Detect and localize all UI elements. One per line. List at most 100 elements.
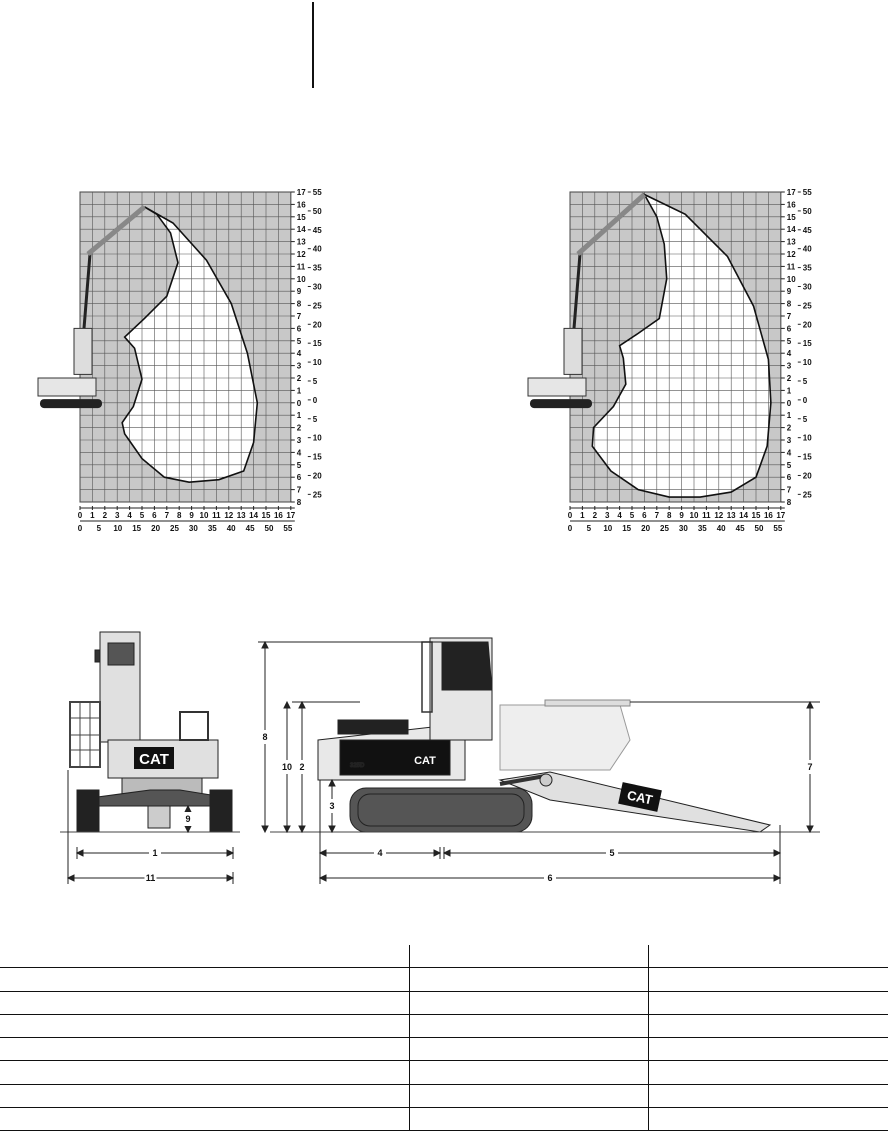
right-x-tick-ft: 50 (755, 524, 764, 533)
right-y-tick-ft: 15 (803, 339, 812, 348)
left-x-tick-m: 7 (165, 511, 170, 520)
right-x-tick-m: 3 (605, 511, 610, 520)
right-y-tick-m: 17 (787, 188, 796, 197)
right-y-tick-m: 8 (787, 498, 792, 507)
left-y-tick-m: 15 (297, 213, 306, 222)
table-row (0, 967, 888, 992)
left-y-tick-m: 8 (297, 300, 302, 309)
left-x-tick-ft: 15 (132, 524, 141, 533)
right-y-tick-m: 2 (787, 424, 792, 433)
left-x-tick-ft: 5 (97, 524, 102, 533)
table-cell (409, 945, 649, 969)
left-x-tick-m: 11 (212, 511, 221, 520)
front-cat-logo: CAT (134, 747, 174, 769)
right-x-tick-m: 14 (739, 511, 748, 520)
dimension-label: 11 (146, 873, 156, 883)
left-x-tick-m: 12 (224, 511, 233, 520)
right-x-tick-m: 7 (655, 511, 660, 520)
dimension-label: 8 (262, 732, 267, 742)
right-x-tick-m: 1 (580, 511, 585, 520)
left-y-tick-ft: 5 (313, 377, 318, 386)
right-y-tick-m: 3 (787, 436, 792, 445)
table-cell (0, 1084, 410, 1109)
right-x-tick-m: 17 (776, 511, 785, 520)
left-y-tick-ft: 50 (313, 207, 322, 216)
left-x-tick-m: 1 (90, 511, 95, 520)
left-x-tick-ft: 40 (227, 524, 236, 533)
right-y-tick-m: 4 (787, 448, 792, 457)
right-y-tick-m: 2 (787, 374, 792, 383)
right-y-tick-ft: 5 (803, 377, 808, 386)
right-x-tick-m: 0 (568, 511, 573, 520)
table-cell (409, 1037, 649, 1062)
left-y-tick-m: 4 (297, 448, 302, 457)
right-y-tick-ft: 20 (803, 320, 812, 329)
side-cat-logo: CAT CAT (408, 750, 662, 812)
left-y-tick-ft: 15 (313, 339, 322, 348)
left-y-tick-ft: 15 (313, 453, 322, 462)
table-cell (648, 1037, 888, 1062)
right-x-tick-m: 15 (752, 511, 761, 520)
right-y-tick-m: 6 (787, 473, 792, 482)
right-x-tick-ft: 15 (622, 524, 631, 533)
right-y-tick-ft: 0 (803, 396, 808, 405)
table-cell (648, 967, 888, 992)
right-x-tick-m: 2 (593, 511, 598, 520)
table-cell (648, 1060, 888, 1085)
left-y-tick-m: 10 (297, 275, 306, 284)
dimension-label: 3 (329, 801, 334, 811)
table-cell (409, 1060, 649, 1085)
left-x-tick-m: 3 (115, 511, 120, 520)
specifications-table (0, 945, 888, 1132)
right-y-tick-m: 15 (787, 213, 796, 222)
left-x-tick-m: 14 (249, 511, 258, 520)
left-y-tick-m: 5 (297, 461, 302, 470)
table-cell (409, 1014, 649, 1039)
right-y-tick-m: 10 (787, 275, 796, 284)
left-x-tick-m: 15 (262, 511, 271, 520)
left-y-axis: 1716151413121110987654321012345678555045… (290, 188, 322, 507)
right-y-axis: 1716151413121110987654321012345678555045… (780, 188, 812, 507)
left-y-tick-ft: 35 (313, 264, 322, 273)
dimension-label: 5 (609, 848, 614, 858)
dimension-label: 2 (299, 762, 304, 772)
left-y-tick-m: 13 (297, 238, 306, 247)
svg-text:CAT: CAT (626, 787, 654, 807)
left-x-tick-m: 9 (189, 511, 194, 520)
table-cell (0, 1060, 410, 1085)
left-y-tick-m: 11 (297, 262, 306, 271)
left-y-tick-m: 9 (297, 287, 302, 296)
left-x-tick-m: 6 (152, 511, 157, 520)
left-x-tick-ft: 0 (78, 524, 83, 533)
right-y-tick-ft: 55 (803, 188, 812, 197)
table-row (0, 1014, 888, 1039)
table-cell (0, 967, 410, 992)
right-y-tick-ft: 30 (803, 282, 812, 291)
left-y-tick-ft: 10 (313, 358, 322, 367)
right-y-tick-ft: 5 (803, 415, 808, 424)
left-y-tick-ft: 20 (313, 320, 322, 329)
left-y-tick-ft: 40 (313, 245, 322, 254)
left-y-tick-m: 3 (297, 362, 302, 371)
side-view-machine: 325D (317, 637, 772, 833)
right-x-tick-m: 11 (702, 511, 711, 520)
left-x-tick-ft: 20 (151, 524, 160, 533)
table-cell (409, 991, 649, 1015)
left-y-tick-m: 6 (297, 324, 302, 333)
right-x-tick-m: 8 (667, 511, 672, 520)
right-y-tick-m: 16 (787, 200, 796, 209)
right-y-tick-m: 8 (787, 300, 792, 309)
right-y-tick-ft: 10 (803, 358, 812, 367)
table-cell (409, 1107, 649, 1132)
left-y-tick-m: 8 (297, 498, 302, 507)
table-cell (648, 991, 888, 1015)
left-x-tick-ft: 25 (170, 524, 179, 533)
right-x-tick-ft: 5 (587, 524, 592, 533)
right-grid-lines (569, 191, 782, 503)
left-y-tick-m: 4 (297, 349, 302, 358)
right-x-tick-ft: 45 (736, 524, 745, 533)
left-x-tick-ft: 35 (208, 524, 217, 533)
left-y-tick-ft: 10 (313, 434, 322, 443)
